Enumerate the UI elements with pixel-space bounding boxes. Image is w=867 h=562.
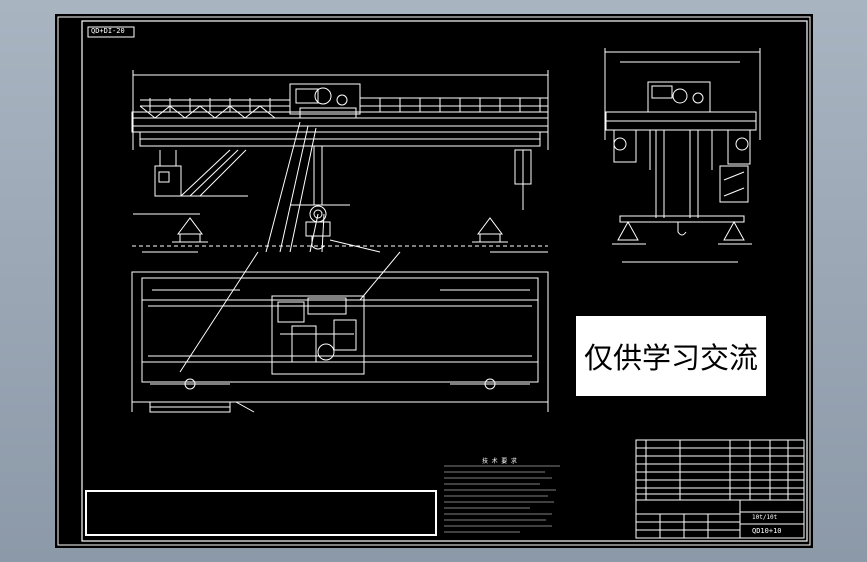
side-elevation <box>604 48 761 263</box>
model-tag: QD+DI-20 <box>91 27 125 35</box>
outer-border <box>57 16 811 546</box>
watermark-box: 仅供学习交流 <box>576 316 766 396</box>
drawing-name: 10t/10t <box>752 514 778 521</box>
title-block <box>635 499 805 539</box>
tech-notes-lines <box>444 465 560 533</box>
notes-frame <box>85 490 437 536</box>
parts-table <box>635 439 805 501</box>
inner-border <box>81 20 808 542</box>
plan-view <box>131 251 549 413</box>
front-elevation <box>131 70 549 253</box>
drawing-number: QD10+10 <box>752 527 782 535</box>
watermark-text: 仅供学习交流 <box>583 341 758 375</box>
drawing-sheet <box>55 14 813 548</box>
tech-notes-title: 技 术 要 求 <box>482 458 517 465</box>
model-tag-box <box>87 26 135 38</box>
